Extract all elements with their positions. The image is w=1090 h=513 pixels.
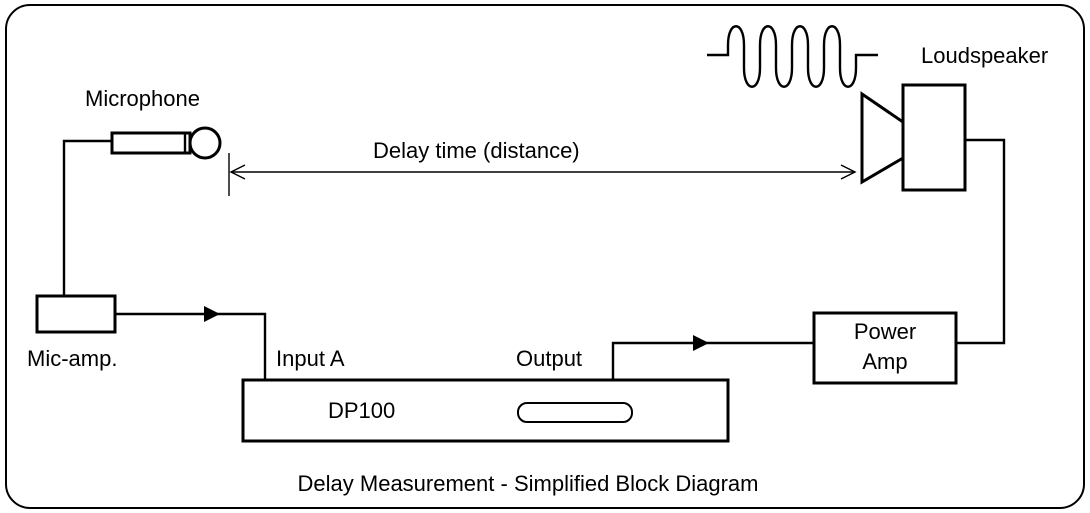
dp100-box	[241, 378, 730, 443]
dp100-label: DP100	[328, 398, 395, 423]
microphone-label: Microphone	[85, 86, 200, 111]
sound-wave-icon	[707, 25, 878, 88]
output-to-amp-line	[611, 341, 814, 380]
delay-distance-arrow	[228, 153, 857, 196]
microphone-icon	[110, 126, 222, 160]
power-amp-box	[812, 311, 958, 385]
mic-amp-to-input-line	[115, 312, 267, 380]
delay-time-label: Delay time (distance)	[373, 138, 580, 163]
signal-arrow-icon	[204, 306, 220, 322]
diagram-caption: Delay Measurement - Simplified Block Dia…	[298, 471, 759, 496]
mic-amp-box	[35, 294, 117, 334]
output-label: Output	[516, 346, 582, 371]
loudspeaker-label: Loudspeaker	[921, 43, 1048, 68]
power-amp-label-line2: Amp	[862, 349, 907, 374]
dp100-display-slot	[517, 402, 633, 423]
loudspeaker-icon	[860, 83, 967, 192]
input-a-label: Input A	[276, 346, 345, 371]
signal-arrow-icon	[693, 335, 709, 351]
power-amp-label-line1: Power	[854, 319, 916, 344]
mic-amp-label: Mic-amp.	[27, 346, 117, 371]
mic-cable-line	[62, 139, 112, 296]
speaker-feed-line	[956, 138, 1006, 345]
